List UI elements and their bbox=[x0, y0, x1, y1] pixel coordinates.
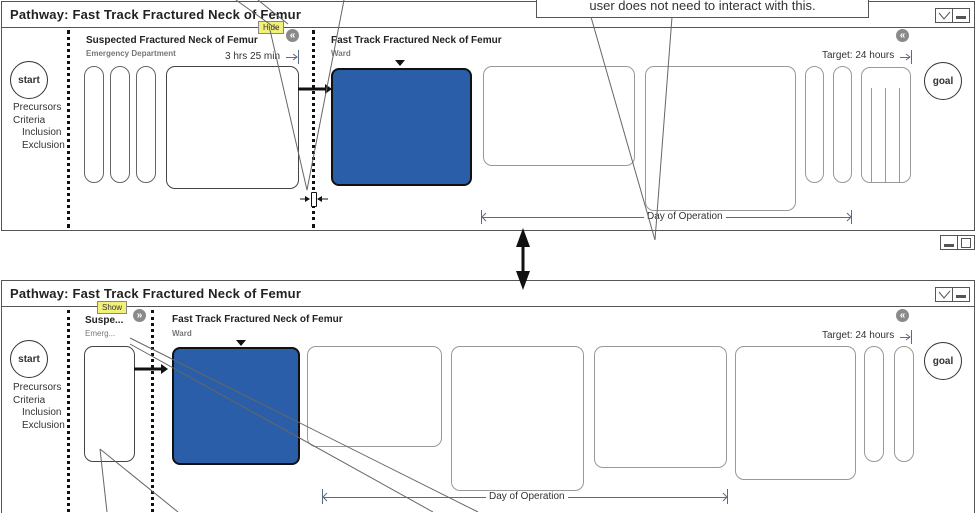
pathway-title: Pathway: Fast Track Fractured Neck of Fe… bbox=[10, 286, 302, 301]
dropdown-icon[interactable] bbox=[936, 9, 952, 22]
selected-step[interactable] bbox=[331, 68, 472, 186]
current-step-marker bbox=[236, 340, 246, 346]
group-divider bbox=[885, 88, 886, 182]
start-node[interactable]: start bbox=[10, 61, 48, 99]
duration-tick bbox=[298, 50, 299, 64]
dropdown-icon[interactable] bbox=[936, 288, 952, 301]
stage-subtitle: Emergency Department bbox=[86, 49, 176, 58]
span-tick-right bbox=[851, 210, 852, 224]
stage-title-collapsed: Suspe... bbox=[85, 315, 124, 326]
span-tick-right bbox=[727, 489, 728, 504]
step-box[interactable] bbox=[735, 346, 856, 480]
criteria-item[interactable]: Criteria bbox=[13, 114, 46, 126]
minimize-icon[interactable] bbox=[952, 288, 969, 301]
target-label: Target: 24 hours bbox=[822, 330, 895, 341]
step-pill[interactable] bbox=[136, 66, 156, 183]
maximize-icon[interactable] bbox=[957, 236, 974, 249]
step-pill[interactable] bbox=[84, 66, 104, 183]
restore-buttons bbox=[940, 235, 975, 250]
step-pill[interactable] bbox=[805, 66, 824, 183]
group-divider bbox=[871, 88, 872, 182]
stage-subtitle: Ward bbox=[172, 329, 192, 338]
target-arrow bbox=[900, 337, 910, 338]
callout-text: user does not need to interact with this… bbox=[589, 0, 816, 13]
step-box[interactable] bbox=[483, 66, 635, 166]
current-step-marker bbox=[395, 60, 405, 66]
panel-titlebar: Pathway: Fast Track Fractured Neck of Fe… bbox=[2, 2, 974, 28]
criteria-item[interactable]: Criteria bbox=[13, 394, 46, 406]
stage-title: Fast Track Fractured Neck of Femur bbox=[331, 35, 502, 46]
goal-node[interactable]: goal bbox=[924, 62, 962, 100]
pathway-title: Pathway: Fast Track Fractured Neck of Fe… bbox=[10, 7, 302, 22]
stage-divider bbox=[67, 310, 70, 512]
criteria-item[interactable]: Inclusion bbox=[22, 407, 62, 418]
step-box-collapsed[interactable] bbox=[84, 346, 135, 462]
criteria-item[interactable]: Precursors bbox=[13, 382, 62, 393]
step-pill[interactable] bbox=[110, 66, 130, 183]
goal-node[interactable]: goal bbox=[924, 342, 962, 380]
stage-divider bbox=[67, 30, 70, 228]
minimize-icon[interactable] bbox=[941, 236, 957, 249]
step-pill[interactable] bbox=[833, 66, 852, 183]
annotation-callout: user does not need to interact with this… bbox=[536, 0, 869, 18]
criteria-list: Precursors Criteria Inclusion Exclusion bbox=[13, 102, 65, 152]
minimize-icon[interactable] bbox=[952, 9, 969, 22]
hide-tooltip: Hide bbox=[258, 21, 285, 34]
span-label: Day of Operation bbox=[486, 491, 568, 502]
double-chevron-right-icon[interactable]: » bbox=[133, 309, 146, 322]
criteria-item[interactable]: Precursors bbox=[13, 102, 62, 113]
step-pill[interactable] bbox=[864, 346, 884, 462]
criteria-item[interactable]: Inclusion bbox=[22, 127, 62, 138]
criteria-list: Precursors Criteria Inclusion Exclusion bbox=[13, 382, 65, 432]
window-buttons bbox=[935, 8, 970, 23]
window-buttons bbox=[935, 287, 970, 302]
target-label: Target: 24 hours bbox=[822, 50, 895, 61]
step-box-grouped[interactable] bbox=[861, 67, 911, 183]
target-tick bbox=[911, 50, 912, 64]
show-tooltip: Show bbox=[97, 301, 128, 314]
criteria-item[interactable]: Exclusion bbox=[22, 139, 65, 151]
double-chevron-left-icon[interactable]: « bbox=[896, 29, 909, 42]
stage-subtitle: Ward bbox=[331, 49, 351, 58]
step-box[interactable] bbox=[594, 346, 727, 468]
stage-duration: 3 hrs 25 min bbox=[225, 51, 281, 62]
stage-subtitle-collapsed: Emerg... bbox=[85, 329, 116, 338]
gap-indicator bbox=[311, 192, 317, 207]
target-tick bbox=[911, 330, 912, 344]
step-box[interactable] bbox=[166, 66, 299, 189]
step-box[interactable] bbox=[645, 66, 796, 211]
step-pill[interactable] bbox=[894, 346, 914, 462]
panel-titlebar: Pathway: Fast Track Fractured Neck of Fe… bbox=[2, 281, 974, 307]
step-box[interactable] bbox=[307, 346, 442, 447]
stage-title: Fast Track Fractured Neck of Femur bbox=[172, 314, 343, 325]
stage-title: Suspected Fractured Neck of Femur bbox=[86, 35, 258, 46]
criteria-item[interactable]: Exclusion bbox=[22, 419, 65, 431]
target-arrow bbox=[900, 57, 910, 58]
step-box[interactable] bbox=[451, 346, 584, 491]
start-node[interactable]: start bbox=[10, 340, 48, 378]
double-chevron-left-icon[interactable]: « bbox=[896, 309, 909, 322]
duration-arrow bbox=[286, 57, 297, 58]
double-chevron-left-icon[interactable]: « bbox=[286, 29, 299, 42]
stage-divider bbox=[151, 310, 154, 512]
selected-step[interactable] bbox=[172, 347, 300, 465]
group-divider bbox=[899, 88, 900, 182]
span-label: Day of Operation bbox=[644, 211, 726, 222]
